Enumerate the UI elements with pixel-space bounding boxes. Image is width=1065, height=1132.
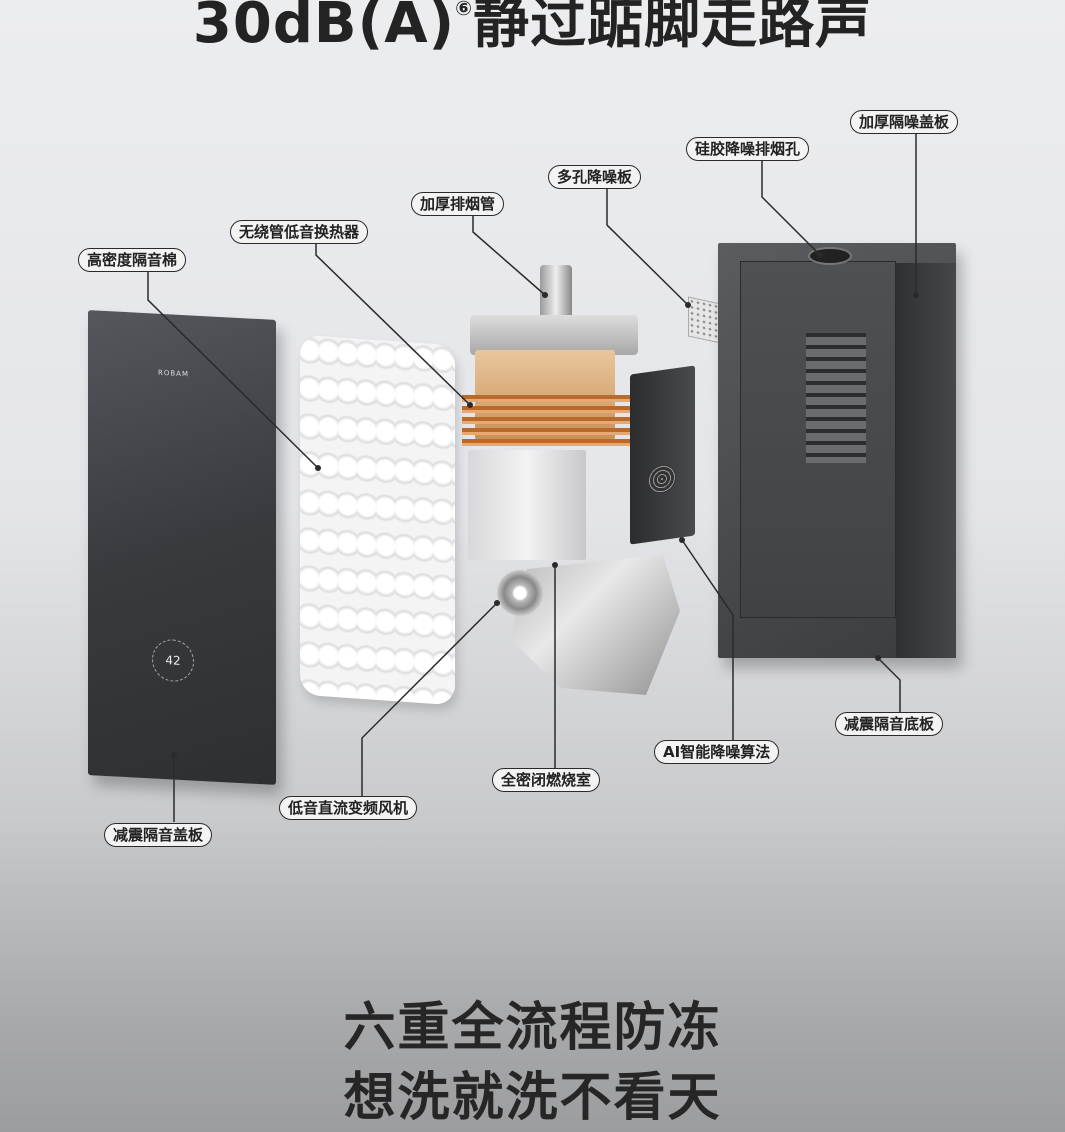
combustion-chamber	[468, 450, 586, 560]
leader-dot	[679, 537, 685, 543]
leader-dot	[685, 302, 691, 308]
slogan-line-2: 想洗就洗不看天	[343, 1068, 722, 1128]
leader-line	[761, 161, 821, 256]
leader-dot	[875, 655, 881, 661]
label-front-cover: 减震隔音盖板	[104, 823, 213, 847]
label-top-cover: 加厚隔噪盖板	[850, 110, 959, 134]
leader-dot	[552, 562, 558, 568]
label-cotton: 高密度隔音棉	[78, 248, 187, 272]
leader-dot	[817, 252, 823, 258]
leader-line	[681, 539, 734, 740]
leader-line	[606, 189, 689, 306]
label-silicone-flue-hole: 硅胶降噪排烟孔	[686, 137, 810, 161]
label-thick-flue: 加厚排烟管	[411, 192, 505, 216]
leader-dot	[315, 465, 321, 471]
back-box-side	[896, 263, 956, 658]
copper-coils	[462, 395, 637, 450]
label-base-plate: 减震隔音底板	[835, 712, 944, 736]
label-sealed-chamber: 全密闭燃烧室	[492, 768, 601, 792]
headline: 30dB(A)⑥静过踮脚走路声	[0, 0, 1065, 59]
leader-dot	[171, 752, 177, 758]
label-heat-exchanger: 无绕管低音换热器	[230, 220, 369, 244]
flue-hole	[808, 247, 852, 265]
slogan-line-1: 六重全流程防冻	[343, 998, 722, 1058]
leader-dot	[542, 292, 548, 298]
leader-line	[472, 216, 546, 296]
headline-text: 静过踮脚走路声	[473, 0, 873, 56]
leader-dot	[913, 292, 919, 298]
leader-line	[315, 244, 471, 406]
label-porous-plate: 多孔降噪板	[548, 165, 642, 189]
label-dc-fan: 低音直流变频风机	[279, 796, 418, 820]
headline-db: 30dB(A)	[192, 0, 456, 56]
hood	[470, 315, 638, 355]
registered-mark: ⑥	[455, 0, 474, 20]
leader-line	[147, 272, 319, 469]
back-box-vents	[806, 333, 866, 463]
label-ai-algorithm: AI智能降噪算法	[654, 740, 780, 764]
leader-dot	[494, 600, 500, 606]
dc-fan	[497, 570, 543, 616]
leader-line	[877, 657, 901, 712]
leader-dot	[467, 402, 473, 408]
leader-line	[361, 602, 498, 796]
back-box	[718, 243, 956, 658]
